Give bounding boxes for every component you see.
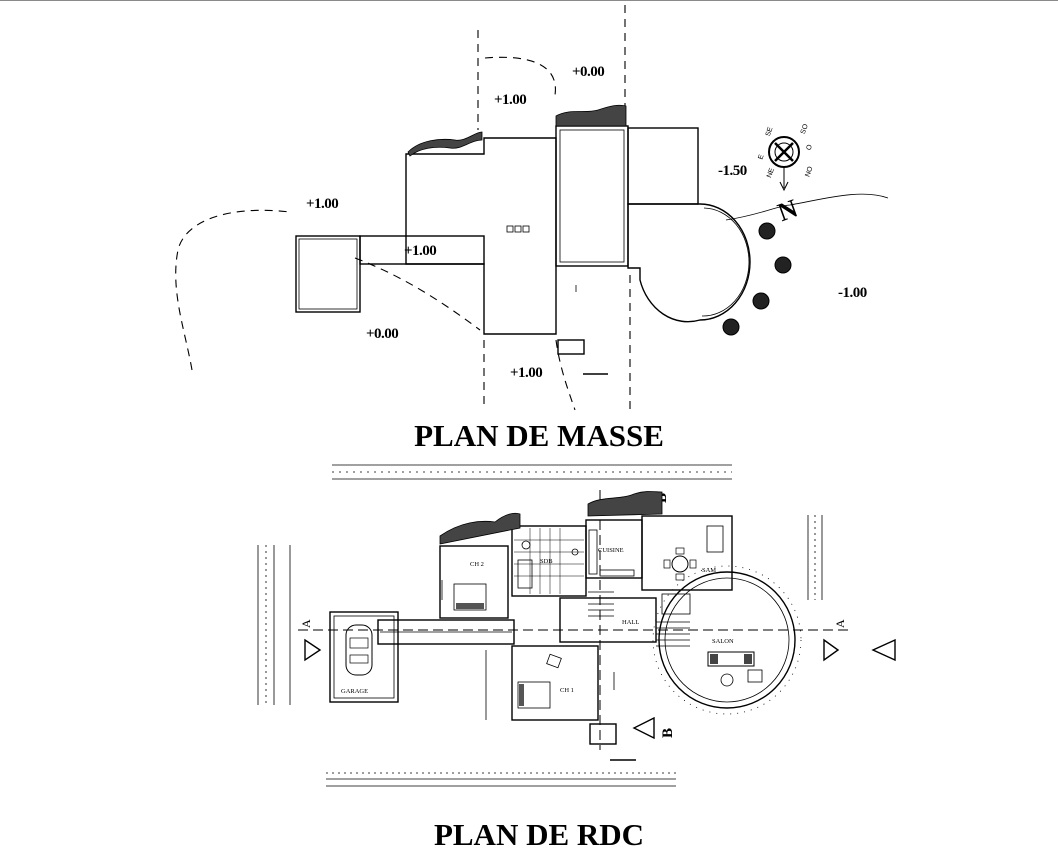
dimension-lines-top: [332, 464, 732, 480]
room-label-sdb: SDB: [540, 558, 553, 565]
elevation-top-left: +1.00: [494, 92, 526, 108]
terrace-hatch-left: [407, 131, 483, 157]
site-plan-title: PLAN DE MASSE: [414, 418, 664, 453]
chimney-1: [506, 225, 514, 233]
salon-round-inner: [701, 207, 750, 317]
tree-4: [722, 318, 740, 336]
bed-ch2-hatch: [456, 603, 484, 609]
compass-label-e: E: [757, 153, 765, 160]
salon-round-wall: [658, 571, 796, 709]
elevation-left-outer: +1.00: [306, 196, 338, 212]
main-block-left: [405, 137, 557, 335]
section-arrow-b: [632, 716, 655, 740]
ground-floor-plan: A A B B GARAGE CH 2 CH 1: [257, 464, 896, 852]
terrain-line-left: [175, 209, 291, 371]
section-mark-b-bottom: B: [660, 728, 676, 738]
car-icon: [345, 624, 373, 676]
hall-walls: [559, 597, 657, 643]
entry-step: [557, 339, 585, 355]
tree-1: [758, 222, 776, 240]
bed-ch1: [517, 681, 551, 709]
compass-rose: SE SO NO NE E O: [757, 123, 815, 192]
compass-label-o: O: [805, 143, 814, 151]
dimension-lines-right: [807, 515, 823, 600]
dining-table: [663, 547, 697, 581]
kitchen-counter: [588, 529, 598, 575]
armchair: [747, 669, 763, 683]
bedroom-1-walls: [511, 645, 599, 721]
section-arrow-a-left: [304, 638, 322, 662]
salon-round-inner: [664, 577, 790, 703]
terrace-hatch-kitchen: [587, 491, 663, 517]
main-block-center: [555, 125, 629, 267]
room-label-ch1: CH 1: [560, 687, 574, 694]
washbasin: [521, 540, 531, 550]
garage-block: [295, 235, 361, 313]
terrain-line-bottom-mid: [555, 339, 576, 411]
compass-label-ne: NE: [766, 167, 776, 179]
terrace-hatch-right: [555, 104, 627, 127]
section-mark-a-left: A: [299, 619, 313, 628]
dimension-lines-bottom: [326, 772, 676, 787]
salon-table: [720, 673, 734, 687]
terrain-curve-east: [725, 193, 889, 221]
sideboard: [706, 525, 724, 553]
room-label-salon: SALON: [712, 638, 734, 645]
site-plan: N SE SO NO NE E O +0.00 +1.00 +1.00 +1.0…: [175, 5, 889, 453]
tree-3: [752, 292, 770, 310]
terrace-hatch-ch2: [439, 512, 521, 545]
salon-sofa: [707, 651, 755, 667]
main-block-right: [627, 127, 699, 205]
salon-round: [627, 203, 751, 323]
bedroom-2-walls: [439, 545, 509, 619]
entry-stairs: [589, 723, 617, 745]
compass-label-so: SO: [800, 123, 810, 135]
compass-label-no: NO: [804, 165, 814, 178]
toilet: [571, 548, 579, 556]
corridor: [377, 619, 515, 645]
elevation-center: +1.00: [404, 243, 436, 259]
chimney-2: [514, 225, 522, 233]
section-arrow-a-right: [823, 638, 840, 662]
terrain-line-top-curve: [484, 56, 556, 96]
section-mark-a-right: A: [833, 619, 847, 628]
room-label-ch2: CH 2: [470, 561, 484, 568]
elevation-far-east: -1.00: [838, 285, 867, 301]
garage-block-inner: [298, 238, 358, 310]
elevation-east: -1.50: [718, 163, 747, 179]
garage-walls: [329, 611, 399, 703]
bed-ch2: [453, 583, 487, 611]
kitchen-counter-bottom: [599, 569, 635, 577]
top-border-line: [0, 0, 1058, 1]
dining-room-walls: [641, 515, 733, 591]
salon-round-outer: [652, 565, 802, 715]
elevation-top-right: +0.00: [572, 64, 604, 80]
bathtub: [517, 559, 533, 589]
stairs: [588, 591, 690, 647]
section-arrow-a-far: [871, 638, 896, 662]
terrain-line-left-inner: [354, 257, 481, 331]
desk-ch1: [546, 653, 562, 669]
tree-2: [774, 256, 792, 274]
north-letter: N: [774, 193, 802, 227]
garage-walls-inner: [333, 615, 395, 699]
main-block-center-inner: [559, 129, 625, 263]
room-label-hall: HALL: [622, 619, 639, 626]
bed-ch1-hatch: [519, 684, 524, 706]
dimension-lines-left: [257, 545, 291, 705]
room-label-garage: GARAGE: [341, 688, 368, 695]
elevation-bottom-center: +1.00: [510, 365, 542, 381]
room-label-cuisine: CUISINE: [598, 547, 624, 554]
room-label-sam: SAM: [702, 567, 716, 574]
compass-label-se: SE: [765, 126, 775, 137]
elevation-bottom-left: +0.00: [366, 326, 398, 342]
ground-floor-title: PLAN DE RDC: [434, 817, 644, 852]
chimney-3: [522, 225, 530, 233]
